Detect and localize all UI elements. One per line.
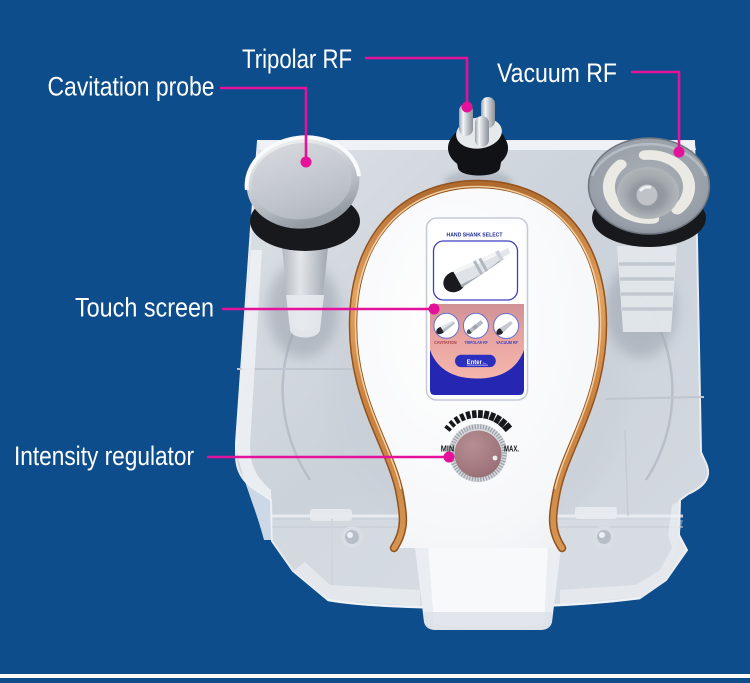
svg-text:Vacuum RF: Vacuum RF (497, 58, 617, 88)
svg-text:CAVITATION: CAVITATION (434, 340, 457, 345)
svg-text:VACUUM RF: VACUUM RF (496, 340, 518, 345)
svg-text:Touch screen: Touch screen (75, 293, 214, 323)
svg-text:Tripolar RF: Tripolar RF (242, 44, 352, 74)
svg-text:HAND SHANK SELECT: HAND SHANK SELECT (447, 233, 504, 239)
svg-text:TRIPOLAR RF: TRIPOLAR RF (465, 340, 488, 345)
svg-text:Enter←: Enter← (467, 360, 488, 366)
svg-text:Intensity regulator: Intensity regulator (14, 441, 194, 471)
svg-text:Cavitation probe: Cavitation probe (48, 71, 215, 101)
svg-text:MIN: MIN (441, 445, 455, 454)
svg-text:MAX.: MAX. (504, 445, 519, 454)
